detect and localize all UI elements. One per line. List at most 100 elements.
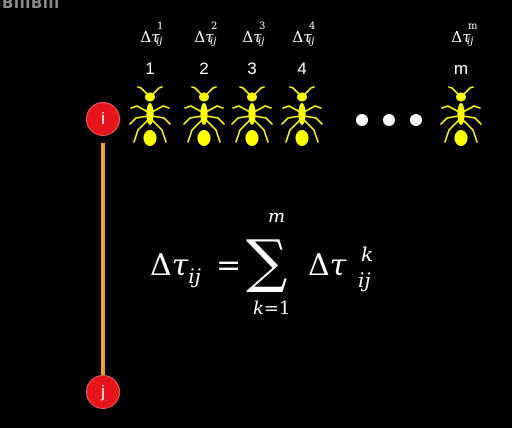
ant-icon: [231, 86, 273, 146]
ant-leg: [133, 119, 149, 143]
ellipsis-dot: [356, 114, 368, 126]
ant-number-m: m: [453, 59, 469, 78]
ant-icon: [281, 86, 323, 146]
ellipsis-dot: [383, 114, 395, 126]
ant-thorax: [248, 103, 256, 125]
ant-leg: [303, 115, 323, 125]
ant-label-m-sup: m: [468, 21, 478, 32]
ant-leg: [129, 115, 149, 125]
ant-leg: [448, 86, 460, 96]
ant-label-1-sub: ij: [156, 36, 163, 47]
ant-leg: [253, 86, 265, 96]
ant-label-3-sup: 3: [259, 21, 266, 32]
ellipsis-dot: [410, 114, 422, 126]
ant-thorax: [457, 103, 465, 125]
edge-i-j: [101, 143, 105, 375]
ant-thorax: [146, 103, 154, 125]
ant-leg: [205, 119, 221, 143]
formula-rhs-sup: k: [361, 242, 374, 266]
ant-leg: [235, 119, 251, 143]
ant-abdomen: [197, 130, 211, 146]
formula-lhs: Δτij: [150, 248, 201, 288]
ant-leg: [184, 105, 203, 113]
sum-symbol: ∑: [246, 227, 288, 295]
ant-icon: [183, 86, 225, 146]
ant-leg: [444, 119, 460, 143]
watermark: BiliBili: [2, 0, 60, 12]
ant-abdomen: [454, 130, 468, 146]
ant-leg: [462, 105, 481, 113]
ant-label-1-sup: 1: [157, 21, 164, 32]
formula-rhs-sub: ij: [358, 268, 371, 292]
ant-thorax: [298, 103, 306, 125]
ant-leg: [462, 86, 474, 96]
ant-leg: [205, 115, 225, 125]
ant-label-4-sup: 4: [309, 21, 316, 32]
ant-leg: [183, 115, 203, 125]
ant-head: [456, 92, 466, 102]
sum-lower-limit: k=1: [253, 298, 291, 319]
ant-leg: [151, 119, 167, 143]
ellipsis-dots: [356, 114, 422, 126]
ant-label-2-sub: ij: [210, 36, 217, 47]
ant-leg: [253, 115, 273, 125]
ant-head: [199, 92, 209, 102]
ant-leg: [462, 115, 482, 125]
ant-leg: [191, 86, 203, 96]
ant-leg: [441, 105, 460, 113]
ant-number-2: 2: [199, 59, 209, 78]
ant-leg: [187, 119, 203, 143]
ant-leg: [232, 105, 251, 113]
ant-leg: [440, 115, 460, 125]
ant-head: [247, 92, 257, 102]
node-j: j: [86, 375, 120, 409]
ant-leg: [462, 119, 478, 143]
ant-thorax: [200, 103, 208, 125]
ant-leg: [282, 105, 301, 113]
ant-leg: [253, 119, 269, 143]
ant-leg: [130, 105, 149, 113]
ant-leg: [285, 119, 301, 143]
ant-leg: [303, 119, 319, 143]
ant-number-4: 4: [297, 59, 307, 78]
ant-leg: [289, 86, 301, 96]
ant-leg: [205, 86, 217, 96]
ant-leg: [231, 115, 251, 125]
ant-abdomen: [295, 130, 309, 146]
ant-leg: [281, 115, 301, 125]
ant-abdomen: [245, 130, 259, 146]
ant-label-2-sup: 2: [211, 21, 218, 32]
ant-head: [145, 92, 155, 102]
ant-leg: [205, 105, 224, 113]
ant-leg: [303, 86, 315, 96]
ant-head: [297, 92, 307, 102]
ant-leg: [151, 86, 163, 96]
ant-icon: [440, 86, 482, 146]
ant-abdomen: [143, 130, 157, 146]
ant-leg: [239, 86, 251, 96]
ant-label-m-sub: ij: [467, 36, 474, 47]
ant-icon: [129, 86, 171, 146]
formula-equals: =: [216, 248, 242, 283]
ant-label-3-sub: ij: [258, 36, 265, 47]
node-i: i: [86, 102, 120, 136]
formula-lhs-sub: ij: [188, 264, 201, 288]
sum-upper-limit: m: [268, 206, 286, 227]
ant-leg: [151, 115, 171, 125]
ant-number-3: 3: [247, 59, 257, 78]
ant-label-4-sub: ij: [308, 36, 315, 47]
ant-leg: [303, 105, 322, 113]
